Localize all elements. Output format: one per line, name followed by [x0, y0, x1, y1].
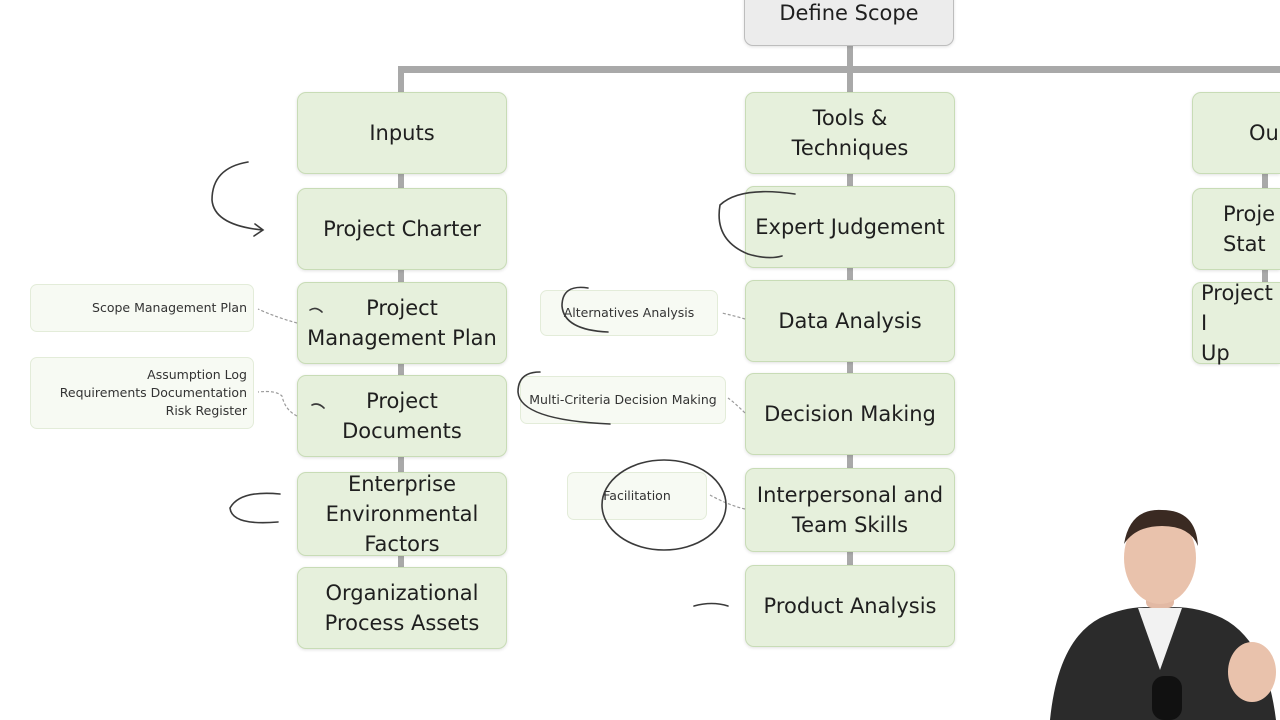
ink-circle-expert	[718, 190, 796, 259]
input-eef: Enterprise Environmental Factors	[297, 472, 507, 556]
input-label: Organizational Process Assets	[324, 581, 480, 635]
tool-label: Product Analysis	[763, 594, 937, 618]
tools-drop	[847, 66, 853, 94]
note-text: Facilitation	[603, 488, 671, 503]
inputs-header: Inputs	[297, 92, 507, 174]
note-text: Scope Management Plan	[92, 300, 247, 315]
presenter-face	[1124, 512, 1196, 604]
outputs-header-label: Ou	[1249, 121, 1279, 145]
note-connectors	[257, 308, 746, 510]
output-label: Proje Stat	[1223, 202, 1276, 256]
connector-scope-plan	[257, 308, 298, 324]
tool-label: Data Analysis	[778, 309, 922, 333]
connector-alternatives	[721, 312, 746, 320]
outputs-header: Ou	[1192, 92, 1280, 174]
ink-mark-pmp	[309, 307, 323, 313]
note-scope-management-plan: Scope Management Plan	[30, 284, 254, 332]
tool-label: Expert Judgement	[755, 215, 945, 239]
note-alternatives-analysis: Alternatives Analysis	[540, 290, 718, 336]
input-label: Project Charter	[323, 217, 481, 241]
note-text: Multi-Criteria Decision Making	[529, 392, 717, 407]
input-project-documents: Project Documents	[297, 375, 507, 457]
tool-interpersonal-team-skills: Interpersonal and Team Skills	[745, 468, 955, 552]
connector-facilitation	[709, 494, 746, 510]
output-scope-statement: Proje Stat	[1192, 188, 1280, 270]
connector-project-docs	[257, 390, 298, 417]
input-label: Project Management Plan	[307, 296, 497, 350]
tool-expert-judgement: Expert Judgement	[745, 186, 955, 268]
presenter-jacket	[1050, 607, 1276, 720]
root-title: Define Scope	[779, 1, 919, 25]
note-text: Assumption Log Requirements Documentatio…	[59, 367, 247, 418]
connector-multi-criteria	[727, 397, 746, 414]
handwritten-ink	[211, 161, 796, 607]
ink-mark-product	[693, 602, 729, 607]
tool-label: Interpersonal and Team Skills	[756, 483, 944, 537]
note-text: Alternatives Analysis	[563, 305, 695, 320]
tool-label: Decision Making	[764, 402, 936, 426]
tools-header-label: Tools & Techniques	[791, 106, 909, 160]
tool-decision-making: Decision Making	[745, 373, 955, 455]
tool-product-analysis: Product Analysis	[745, 565, 955, 647]
presenter-hair	[1124, 509, 1198, 546]
input-opa: Organizational Process Assets	[297, 567, 507, 649]
ink-bracket-multi	[517, 371, 611, 425]
output-project-documents-updates: Project I Up	[1192, 281, 1280, 365]
output-label: Project I Up	[1201, 281, 1273, 365]
presenter-shirt	[1138, 608, 1182, 670]
ink-bracket-alternatives	[561, 286, 609, 333]
input-label: Project Documents	[342, 389, 462, 443]
input-project-charter: Project Charter	[297, 188, 507, 270]
presenter-video-overlay	[1050, 509, 1276, 720]
inputs-header-label: Inputs	[369, 121, 435, 145]
ink-mark-charter	[211, 161, 265, 237]
note-facilitation: Facilitation	[567, 472, 707, 520]
top-connector	[398, 66, 1280, 73]
note-project-documents: Assumption Log Requirements Documentatio…	[30, 357, 254, 429]
inputs-drop	[398, 66, 404, 94]
input-label: Enterprise Environmental Factors	[325, 472, 479, 556]
presenter-hand	[1228, 642, 1276, 702]
input-project-management-plan: Project Management Plan	[297, 282, 507, 364]
ink-mark-docs	[311, 403, 325, 409]
root-define-scope: Define Scope	[744, 0, 954, 46]
tools-spine	[847, 170, 853, 570]
tools-header: Tools & Techniques	[745, 92, 955, 174]
tool-data-analysis: Data Analysis	[745, 280, 955, 362]
ink-circle-facilitation	[601, 459, 727, 551]
presenter-microphone	[1152, 676, 1182, 720]
inputs-spine	[398, 170, 404, 570]
root-stem	[847, 46, 853, 72]
ink-mark-eef	[229, 492, 281, 524]
